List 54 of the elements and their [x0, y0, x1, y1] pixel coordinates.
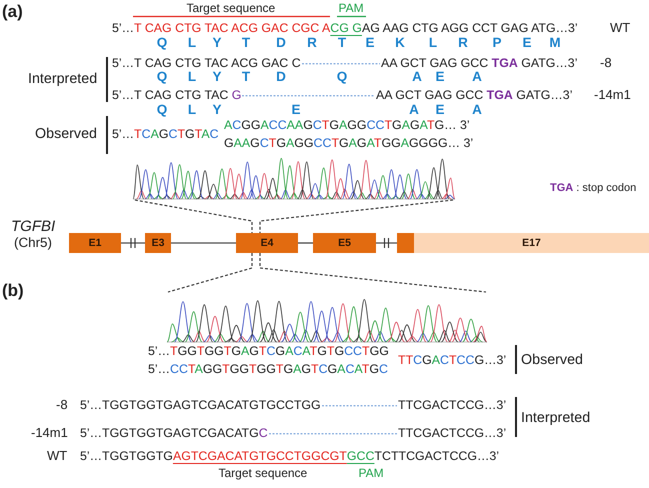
allele-label: -14m1	[31, 426, 68, 440]
group-label: Observed	[35, 126, 97, 142]
allele-label: -8	[56, 398, 68, 412]
intron-line	[375, 237, 398, 249]
exon-box: E17	[397, 233, 649, 253]
annotation-label: Target sequence	[186, 2, 276, 16]
allele-label: -8	[600, 56, 612, 71]
dna-sequence: 5’…T CAG CTG TAC ACG GAC CGC ACG GAG AAG CTG AGG CCT GAG ATG…3’	[112, 20, 578, 36]
amino-acid-sequence: E	[290, 104, 302, 116]
annotation-label: PAM	[338, 2, 364, 16]
dna-sequence: TTCGACTCCG…3’	[398, 352, 506, 368]
gene-name: TGFBI	[11, 218, 56, 236]
chromosome-label: (Chr5)	[14, 235, 52, 251]
group-label: Interpreted	[521, 410, 590, 426]
annotation-label: Target sequence	[218, 467, 308, 481]
allele-label: WT	[610, 20, 630, 36]
exon-box: E1	[69, 233, 121, 253]
group-label: Observed	[521, 352, 583, 368]
dna-sequence: ACGGACCAAGCTGAGGCCTGAGATG… 3’	[224, 118, 470, 132]
intron-line	[120, 237, 146, 249]
dna-sequence: TTCGACTCCG…3’	[398, 398, 506, 412]
zoom-line	[168, 253, 253, 293]
dna-sequence: 5’…TGGTGGTGAGTCGACATGTGCCTGG	[148, 344, 389, 358]
dna-sequence: 5’…TGGTGGTGAGTCGACATGC	[80, 426, 268, 440]
amino-acid-sequence: A E A	[408, 104, 483, 116]
dna-sequence: AA GCT GAG GCC TGA GATG…3’	[376, 88, 572, 102]
dna-sequence: 5’…T CAG CTG TAC ACG GAC C	[112, 56, 301, 71]
zoom-line	[259, 199, 454, 233]
dna-sequence: 5’…TGGTGGTGAGTCGACATGTGCCTGG	[80, 398, 321, 412]
exon-box: E3	[145, 233, 171, 253]
dna-sequence: 5’…TCAGCTGTAC	[112, 126, 219, 142]
exon-box: E4	[236, 233, 298, 253]
note-text: TGA : stop codon	[550, 182, 636, 194]
amino-acid-sequence: Q L Y T D Q A E A	[156, 71, 483, 84]
amino-acid-sequence: Q L Y	[156, 104, 222, 116]
dna-sequence: 5’…T CAG CTG TAC G	[112, 88, 242, 102]
panel-label: (b)	[2, 281, 24, 301]
panel-label: (a)	[2, 2, 23, 22]
group-label: Interpreted	[28, 70, 98, 88]
annotation-label: PAM	[358, 467, 384, 481]
amino-acid-sequence: Q L Y T D R T E K L R P E M	[156, 36, 562, 50]
dna-sequence: 5’…TGGTGGTGAGTCGACATGTGCCTGGCGTGCCTCTTCGACTCCG…3’	[80, 448, 500, 464]
allele-label: WT	[47, 448, 68, 464]
chromatogram	[133, 157, 455, 200]
exon-box: E5	[313, 233, 376, 253]
allele-label: -14m1	[594, 88, 631, 102]
dna-sequence: TTCGACTCCG…3’	[398, 426, 506, 440]
zoom-line	[134, 199, 253, 233]
intron-line	[171, 242, 236, 244]
dna-sequence: 5’…CCTAGGTGGTGGTGAGTCGACATGC	[148, 362, 388, 376]
zoom-line	[259, 253, 486, 293]
dna-sequence: AA GCT GAG GCC TGA GATG…3’	[381, 56, 578, 71]
dna-sequence: GAAGCTGAGGCCTGAGATGGAGGGG… 3’	[224, 136, 474, 151]
intron-line	[298, 242, 313, 244]
